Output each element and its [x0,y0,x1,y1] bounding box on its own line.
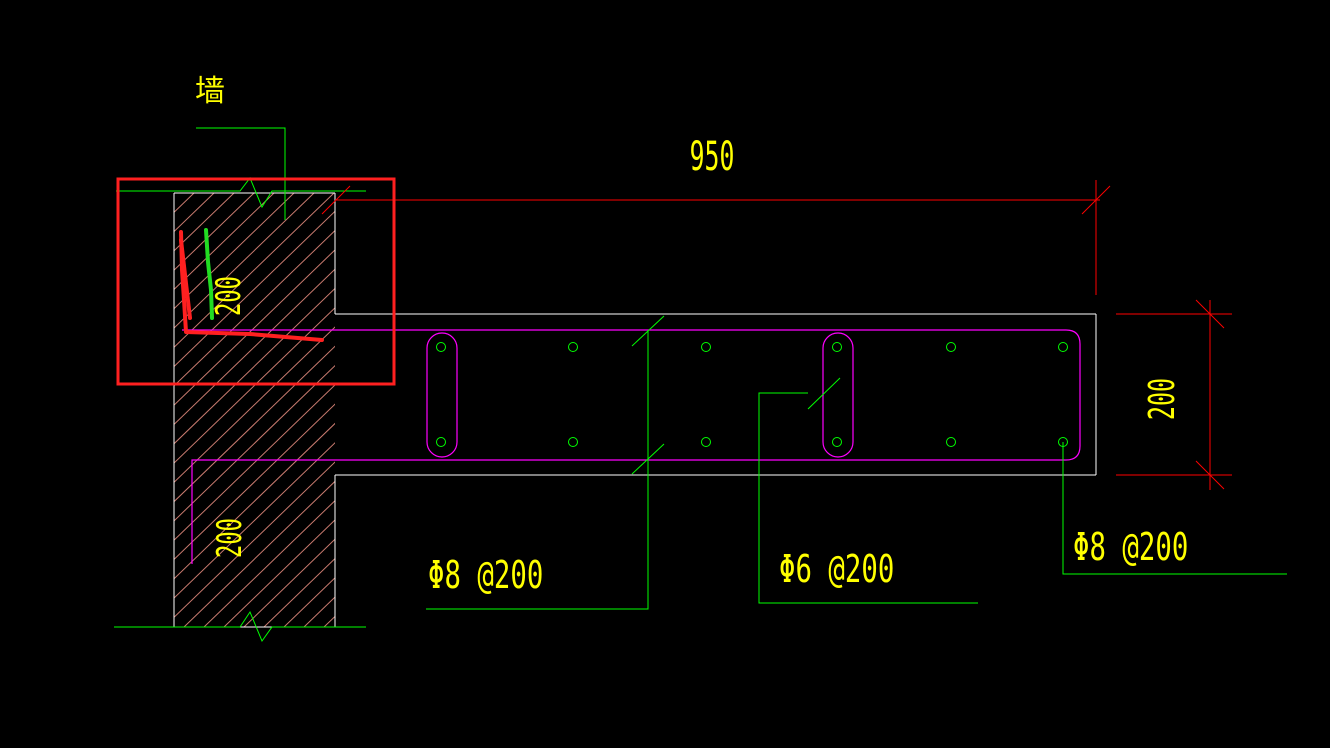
leader-phi8-right [1062,442,1287,575]
hatch-line [174,364,335,522]
callout-phi8-right: Φ8 @200 [1073,524,1188,569]
dimension-950 [321,180,1111,295]
overall-length-dimension: 950 [690,133,735,180]
hatch-line [544,193,994,627]
markup-red-stroke [179,230,324,342]
rebar-dot [832,437,842,447]
rebar-dot [701,342,711,352]
main-top-rebar [182,329,1081,461]
rebar-dot [701,437,711,447]
hatch-line [174,193,335,349]
hatch-line [344,193,794,627]
hatch-line [174,307,335,464]
rebar-dot [568,437,578,447]
slab-thickness-dimension: 200 [1142,378,1184,420]
highlight-box [116,177,396,386]
markup-green-stroke [204,228,214,320]
break-line-bottom [114,610,366,643]
hatch-line [174,193,295,310]
hatch-line [174,268,335,426]
leader-phi6 [758,377,978,604]
hatch-line [174,193,195,213]
hatch-line [174,345,335,503]
hatch-line [174,249,335,406]
wall-hatch [174,193,994,627]
rebar-dot [436,342,446,352]
rebar-dot [568,342,578,352]
callout-phi6: Φ6 @200 [779,546,894,591]
hatch-line [174,403,335,561]
hatch-line [203,499,335,627]
stirrup-left [426,332,458,458]
hatch-line [223,519,335,627]
hatch-line [524,193,974,627]
hatch-line [323,615,335,627]
hatch-line [174,193,255,271]
hatch-line [174,287,335,445]
hatch-line [174,210,335,368]
hatch-line [174,442,335,599]
slab-outline [335,313,1097,476]
leader-wall-label [196,127,286,220]
hatch-line [183,480,335,627]
hatch-line [174,326,335,484]
hatch-line [174,229,335,387]
hatch-line [174,384,335,541]
rebar-lines [182,329,1081,564]
rebar-dot [946,437,956,447]
hatch-line [174,422,335,580]
wall-upper-dimension: 200 [208,276,248,316]
wall-lower-dimension: 200 [209,518,249,558]
rebar-dot [832,342,842,352]
callout-phi8-left: Φ8 @200 [428,552,543,597]
rebar-dot [436,437,446,447]
rebar-dot [946,342,956,352]
hatch-line [174,193,275,291]
leader-phi8-left [426,315,665,610]
hatch-line [174,193,315,329]
break-line-top [116,177,366,209]
rebar-dots [436,342,1068,447]
hatch-line [174,461,335,619]
wall-label: 墙 [195,74,225,109]
rebar-dot [1058,342,1068,352]
hatch-line [243,538,335,627]
dimension-200-right [1116,299,1232,490]
wall-anchor-rebar [191,459,335,564]
hatch-line [174,193,175,194]
